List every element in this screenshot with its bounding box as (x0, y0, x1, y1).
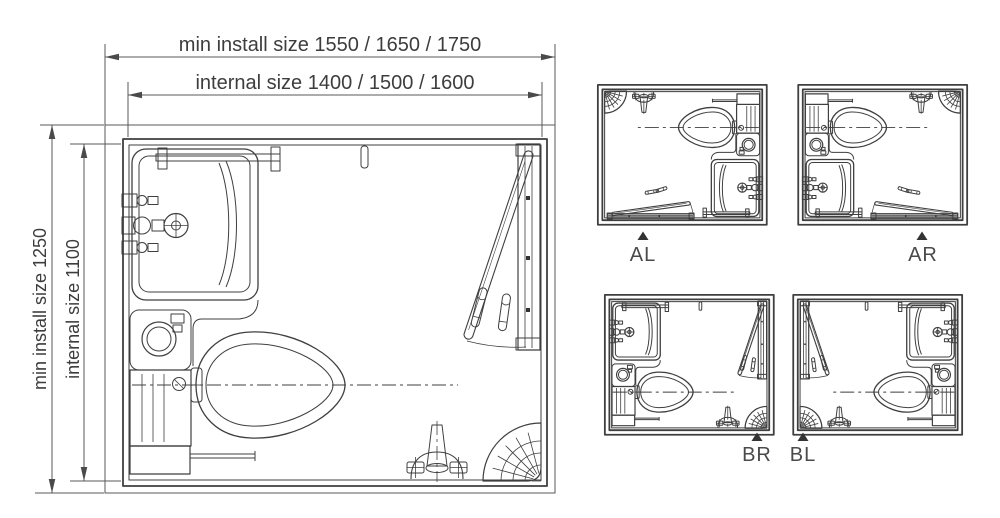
variant-label: BL (790, 444, 816, 466)
variant-label: AL (630, 244, 656, 266)
variant-AR-plan (797, 84, 968, 226)
door-position-marker-icon (637, 231, 649, 240)
main-cabin (122, 139, 547, 486)
variant-BL-caption: BL (790, 432, 816, 466)
variant-AL-plan (597, 84, 768, 226)
variant-AR-caption: AR (908, 231, 938, 266)
variant-BR-caption: BR (742, 432, 772, 466)
dimension-label: min install size 1250 (30, 228, 50, 390)
dimension-left-inner: internal size 1100 (63, 143, 121, 482)
door-position-marker-icon (751, 432, 763, 441)
dimension-top-inner: internal size 1400 / 1500 / 1600 (127, 72, 543, 137)
dimension-label: internal size 1100 (63, 239, 83, 379)
dimension-top-outer: min install size 1550 / 1650 / 1750 (104, 34, 556, 125)
variant-BR-plan (604, 294, 775, 436)
variant-label: BR (742, 444, 772, 466)
variant-label: AR (908, 244, 938, 266)
variant-BL-plan (792, 294, 963, 436)
variant-AL-caption: AL (630, 231, 656, 266)
door-position-marker-icon (797, 432, 809, 441)
main-floorplan: min install size 1550 / 1650 / 1750 inte… (30, 34, 556, 494)
install-envelope (104, 124, 556, 494)
dimension-label: min install size 1550 / 1650 / 1750 (179, 34, 481, 56)
dimension-label: internal size 1400 / 1500 / 1600 (195, 72, 474, 94)
door-position-marker-icon (916, 231, 928, 240)
dimension-left-outer: min install size 1250 (30, 124, 104, 494)
